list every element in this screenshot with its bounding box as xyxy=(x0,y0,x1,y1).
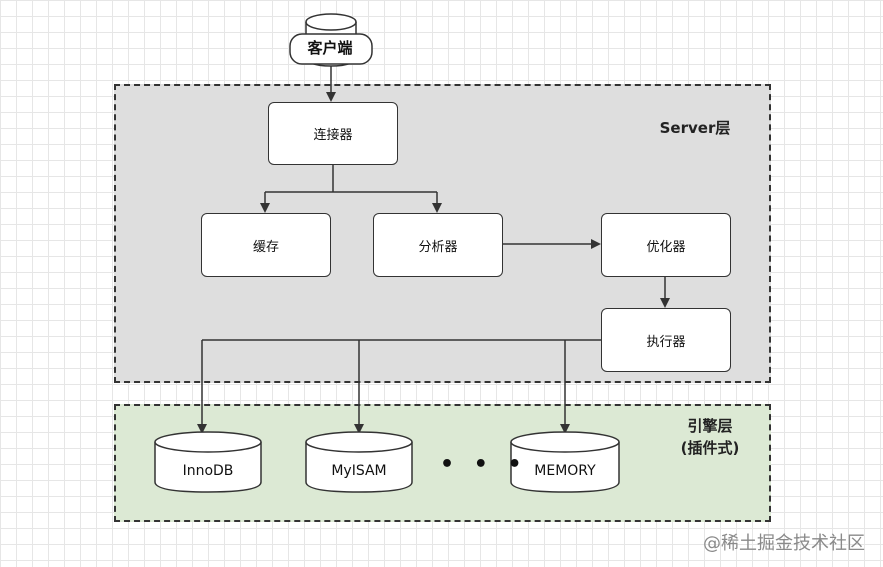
analyzer-box: 分析器 xyxy=(373,213,503,277)
connector-box: 连接器 xyxy=(268,102,398,165)
optimizer-box: 优化器 xyxy=(601,213,731,277)
watermark: @稀土掘金技术社区 xyxy=(703,533,865,554)
cache-box: 缓存 xyxy=(201,213,331,277)
engine-layer-label-line2: (插件式) xyxy=(680,439,740,457)
engine-myisam-label: MyISAM xyxy=(331,463,387,479)
engine-layer-label-line1: 引擎层 xyxy=(687,417,733,435)
more-engines-ellipsis: • • • xyxy=(440,452,528,477)
arrow-connector-split xyxy=(260,165,442,213)
engine-innodb-label: InnoDB xyxy=(182,463,234,479)
client-label: 客户端 xyxy=(307,39,353,57)
cylinder-myisam-shape xyxy=(305,431,413,493)
cylinder-memory-shape xyxy=(510,431,620,493)
arrow-executor-engines xyxy=(197,339,601,434)
engine-memory-label: MEMORY xyxy=(534,463,596,479)
cylinder-innodb-shape xyxy=(154,431,262,493)
server-layer-label: Server层 xyxy=(659,119,731,137)
client-cylinder-shape xyxy=(289,13,373,67)
executor-box: 执行器 xyxy=(601,308,731,372)
